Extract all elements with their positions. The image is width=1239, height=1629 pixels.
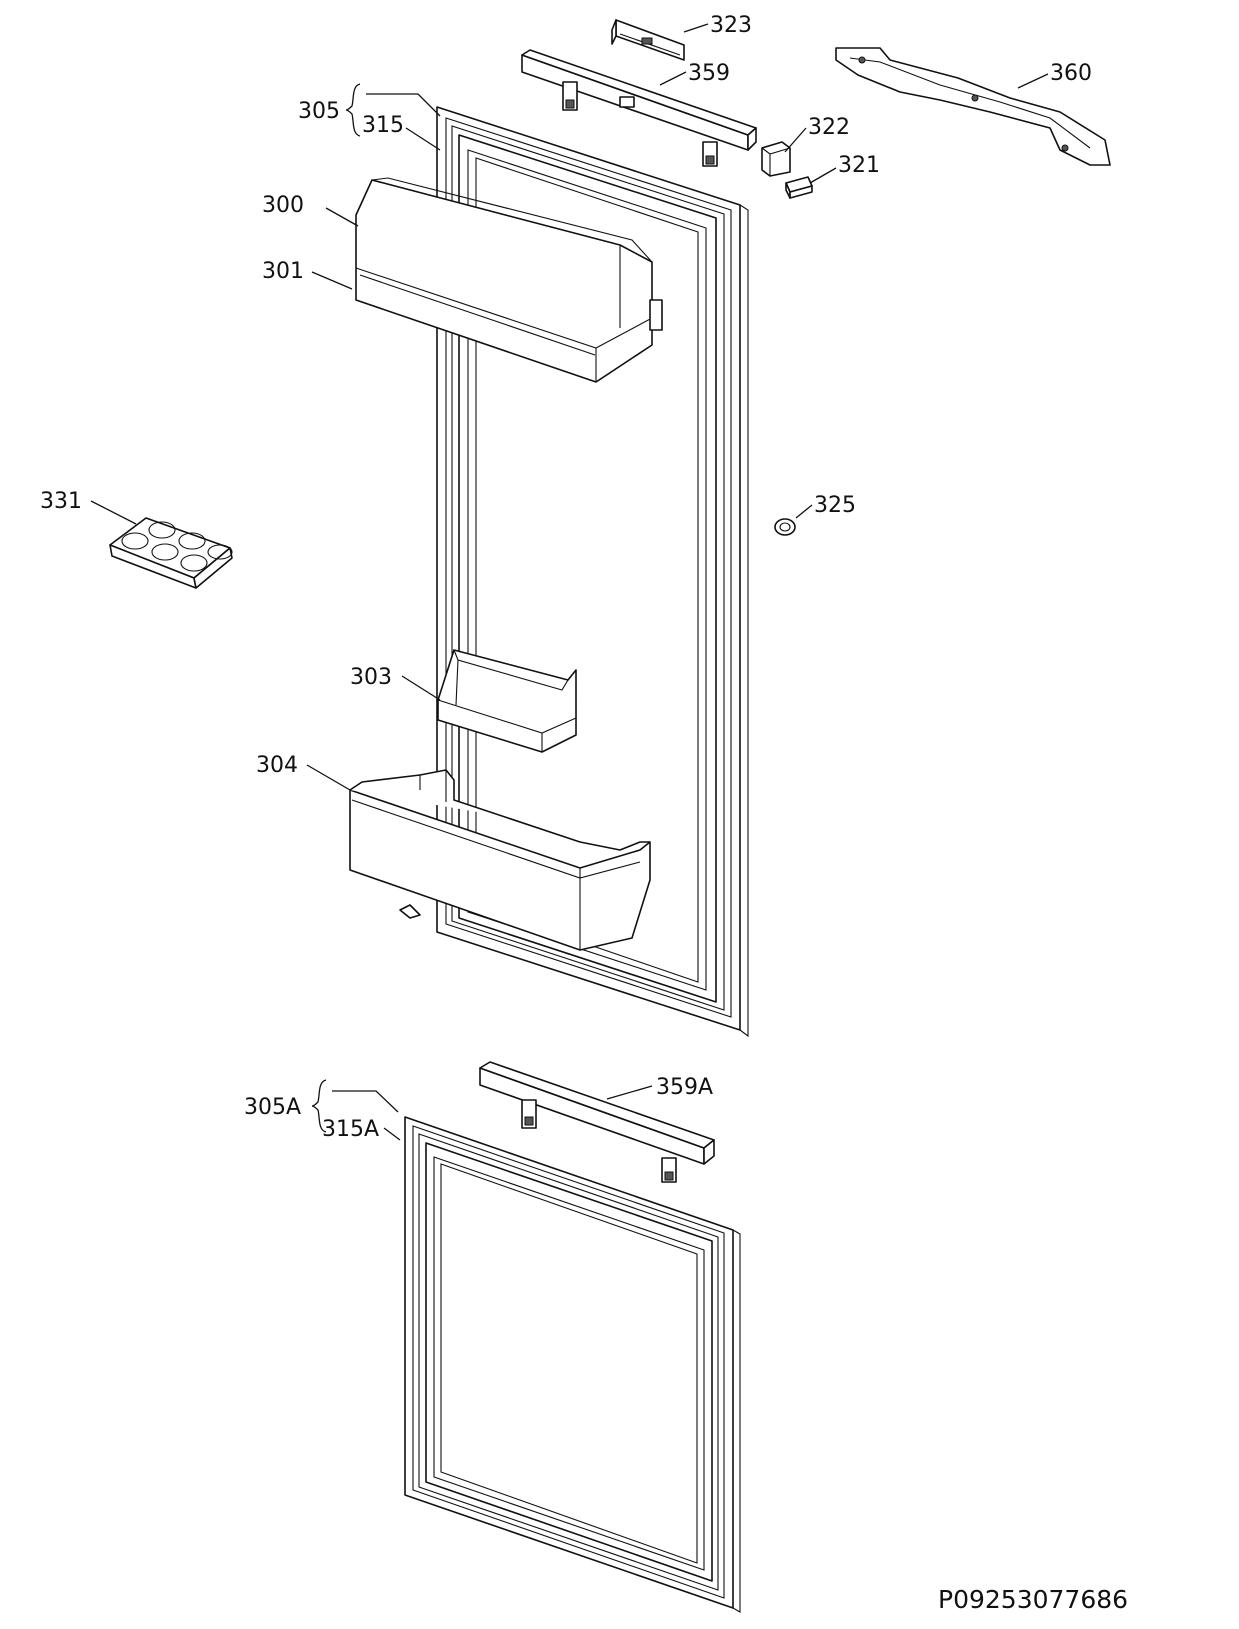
part-300-butter-compartment — [355, 177, 663, 383]
label-322: 322 — [808, 115, 850, 140]
label-304: 304 — [256, 753, 298, 778]
label-300: 300 — [262, 193, 304, 218]
part-321-plug — [785, 176, 813, 199]
label-359: 359 — [688, 61, 730, 86]
label-315: 315 — [362, 113, 404, 138]
label-305: 305 — [298, 99, 340, 124]
part-323-bracket — [611, 19, 685, 61]
part-304-bottle-shelf — [349, 769, 651, 951]
part-359-hinge-bar — [521, 49, 757, 167]
part-360-hinge-plate — [835, 47, 1111, 166]
label-321: 321 — [838, 153, 880, 178]
part-331-egg-tray — [109, 517, 233, 589]
leader-lines — [90, 23, 1049, 1141]
brace-305 — [345, 83, 361, 137]
label-305A: 305A — [244, 1095, 301, 1120]
document-number: P09253077686 — [938, 1585, 1128, 1614]
label-323: 323 — [710, 13, 752, 38]
label-301: 301 — [262, 259, 304, 284]
part-322-cap — [761, 141, 791, 177]
label-325: 325 — [814, 493, 856, 518]
label-360: 360 — [1050, 61, 1092, 86]
label-331: 331 — [40, 489, 82, 514]
part-325-ring — [774, 518, 796, 536]
lower-door-frame — [404, 1116, 741, 1613]
brace-305A — [311, 1079, 327, 1133]
part-303-small-shelf — [437, 649, 577, 753]
label-303: 303 — [350, 665, 392, 690]
part-359A-hinge-bar — [479, 1061, 715, 1183]
label-315A: 315A — [322, 1117, 379, 1142]
label-359A: 359A — [656, 1075, 713, 1100]
